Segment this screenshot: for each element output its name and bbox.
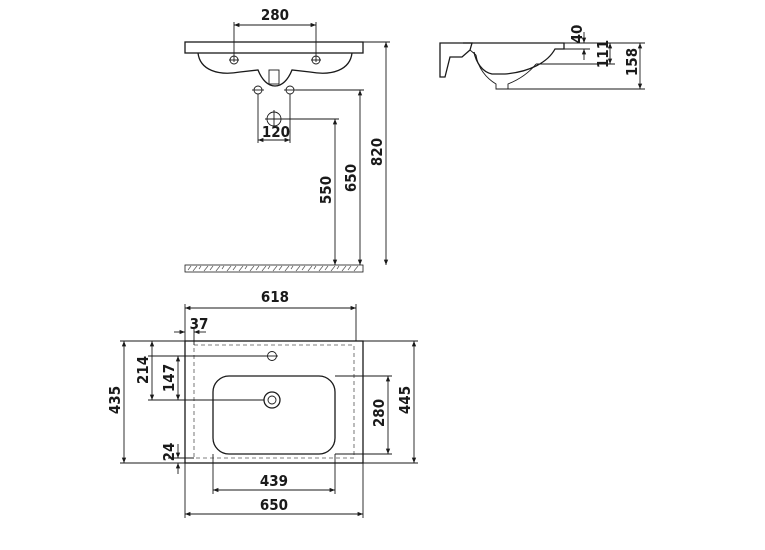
top-view: 618 37 214 147 435 24 280 44	[106, 288, 418, 518]
dim-right-depth: 445	[396, 386, 414, 414]
dim-overall-width: 650	[260, 496, 288, 514]
dim-waste-height: 550	[317, 176, 335, 204]
supply-connection-right-icon	[284, 85, 296, 95]
dim-front-offset: 24	[160, 443, 178, 462]
dim-bowl-depth: 111	[594, 40, 612, 68]
dim-total-depth-side: 158	[623, 48, 641, 76]
front-view: 280 120 550 650 820	[184, 6, 390, 273]
dim-tap-height: 650	[342, 164, 360, 192]
drain-icon	[263, 391, 281, 409]
dim-inner-width-top: 618	[261, 288, 289, 306]
dim-tap-to-back: 214	[134, 356, 152, 384]
dim-total-depth-top: 435	[106, 386, 124, 414]
dim-total-height: 820	[368, 138, 386, 166]
floor-line	[184, 264, 364, 273]
dim-waste-spacing: 120	[262, 123, 290, 141]
dim-bowl-depth-top: 280	[370, 399, 388, 427]
dim-bowl-width: 439	[260, 472, 288, 490]
supply-connection-left-icon	[252, 85, 264, 95]
dim-offset: 37	[190, 315, 209, 333]
dim-tap-spacing: 280	[261, 6, 289, 24]
dim-bowl-to-back: 147	[160, 364, 178, 392]
dim-rim-thickness: 40	[568, 25, 586, 44]
side-view: 40 111 158	[439, 25, 645, 90]
